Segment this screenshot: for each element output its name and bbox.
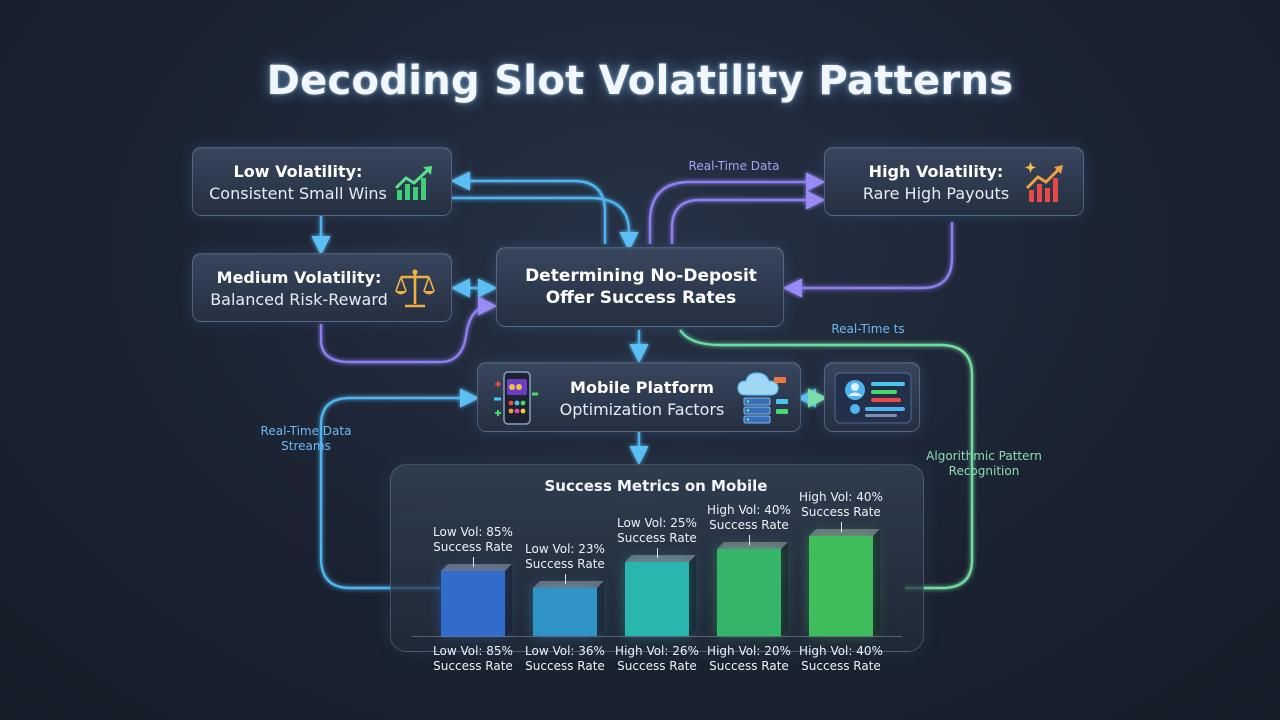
connector-center-high-1 [648, 172, 826, 244]
connector-low-center-2 [452, 196, 639, 252]
bar-pointer [841, 521, 842, 532]
bar-pointer [657, 548, 658, 559]
node-high-volatility: High Volatility: Rare High Payouts [824, 147, 1084, 216]
connector-center-algorithmic [679, 329, 974, 590]
node-low-volatility: Low Volatility: Consistent Small Wins [192, 147, 452, 216]
balance-scale-icon [395, 269, 435, 308]
node-low-title: Low Volatility: [233, 162, 363, 181]
node-mobile-platform: Mobile Platform Optimization Factors [477, 362, 801, 432]
label-streams-line2: Streams [281, 439, 331, 453]
cloud-server-icon [737, 372, 788, 424]
bar-bottom-label: Low Vol: 36%Success Rate [525, 644, 605, 673]
node-medium-subtitle: Balanced Risk-Reward [210, 290, 388, 309]
label-realtime-mid: Real-Time ts [831, 322, 905, 336]
chart-title: Success Metrics on Mobile [544, 477, 768, 495]
node-mobile-title: Mobile Platform [570, 378, 714, 397]
node-mobile-subtitle: Optimization Factors [559, 400, 725, 419]
node-medium-volatility: Medium Volatility: Balanced Risk-Reward [192, 253, 452, 322]
node-center-title-2: Offer Success Rates [545, 288, 737, 308]
chart-bar [809, 528, 880, 636]
node-success-rates: Determining No-Deposit Offer Success Rat… [496, 247, 784, 327]
label-algorithmic: Algorithmic Pattern Recognition [916, 449, 1052, 479]
chart-baseline [412, 636, 902, 637]
node-low-subtitle: Consistent Small Wins [209, 184, 387, 203]
node-medium-title: Medium Volatility: [216, 268, 382, 287]
bar-top-label: Low Vol: 85%Success Rate [433, 524, 513, 554]
node-center-title-1: Determining No-Deposit [525, 266, 757, 286]
label-realtime-top: Real-Time Data [688, 159, 780, 173]
bar-bottom-label: Low Vol: 85%Success Rate [433, 644, 513, 673]
label-algorithmic-line2: Recognition [948, 464, 1020, 478]
bar-top-label: Low Vol: 25%Success Rate [617, 516, 697, 546]
growth-chart-icon [394, 166, 432, 200]
chart-bar [625, 555, 696, 636]
bar-top-label: High Vol: 40%Success Rate [707, 503, 791, 532]
bar-pointer [749, 535, 750, 545]
connector-center-low-1 [450, 171, 607, 244]
bar-top-label: Low Vol: 23%Success Rate [525, 542, 605, 572]
chart-bar [717, 542, 788, 636]
connector-high-center [782, 222, 954, 298]
smartphone-slot-icon [494, 371, 538, 425]
connector-center-high-2 [670, 190, 826, 244]
bar-top-label: High Vol: 40%Success Rate [799, 489, 883, 519]
bar-bottom-label: High Vol: 26%Success Rate [615, 644, 699, 673]
bar-bottom-label: High Vol: 20%Success Rate [707, 644, 791, 673]
connector-streams-loop [319, 388, 480, 590]
user-profile-icon [834, 372, 912, 424]
node-high-title: High Volatility: [868, 162, 1004, 181]
page-title: Decoding Slot Volatility Patterns [266, 58, 1014, 104]
label-algorithmic-line1: Algorithmic Pattern [926, 449, 1042, 463]
rising-bar-chart-icon [1025, 162, 1063, 202]
node-user-profile [824, 362, 920, 432]
node-high-subtitle: Rare High Payouts [862, 184, 1010, 203]
bar-bottom-label: High Vol: 40%Success Rate [799, 644, 883, 673]
label-realtime-streams: Real-Time Data Streams [248, 424, 364, 454]
chart-bar [441, 563, 512, 636]
connector-medium-loop [319, 296, 498, 364]
chart-bar [533, 581, 604, 636]
label-streams-line1: Real-Time Data [260, 424, 352, 438]
bar-pointer [565, 574, 566, 585]
bar-pointer [473, 556, 474, 567]
